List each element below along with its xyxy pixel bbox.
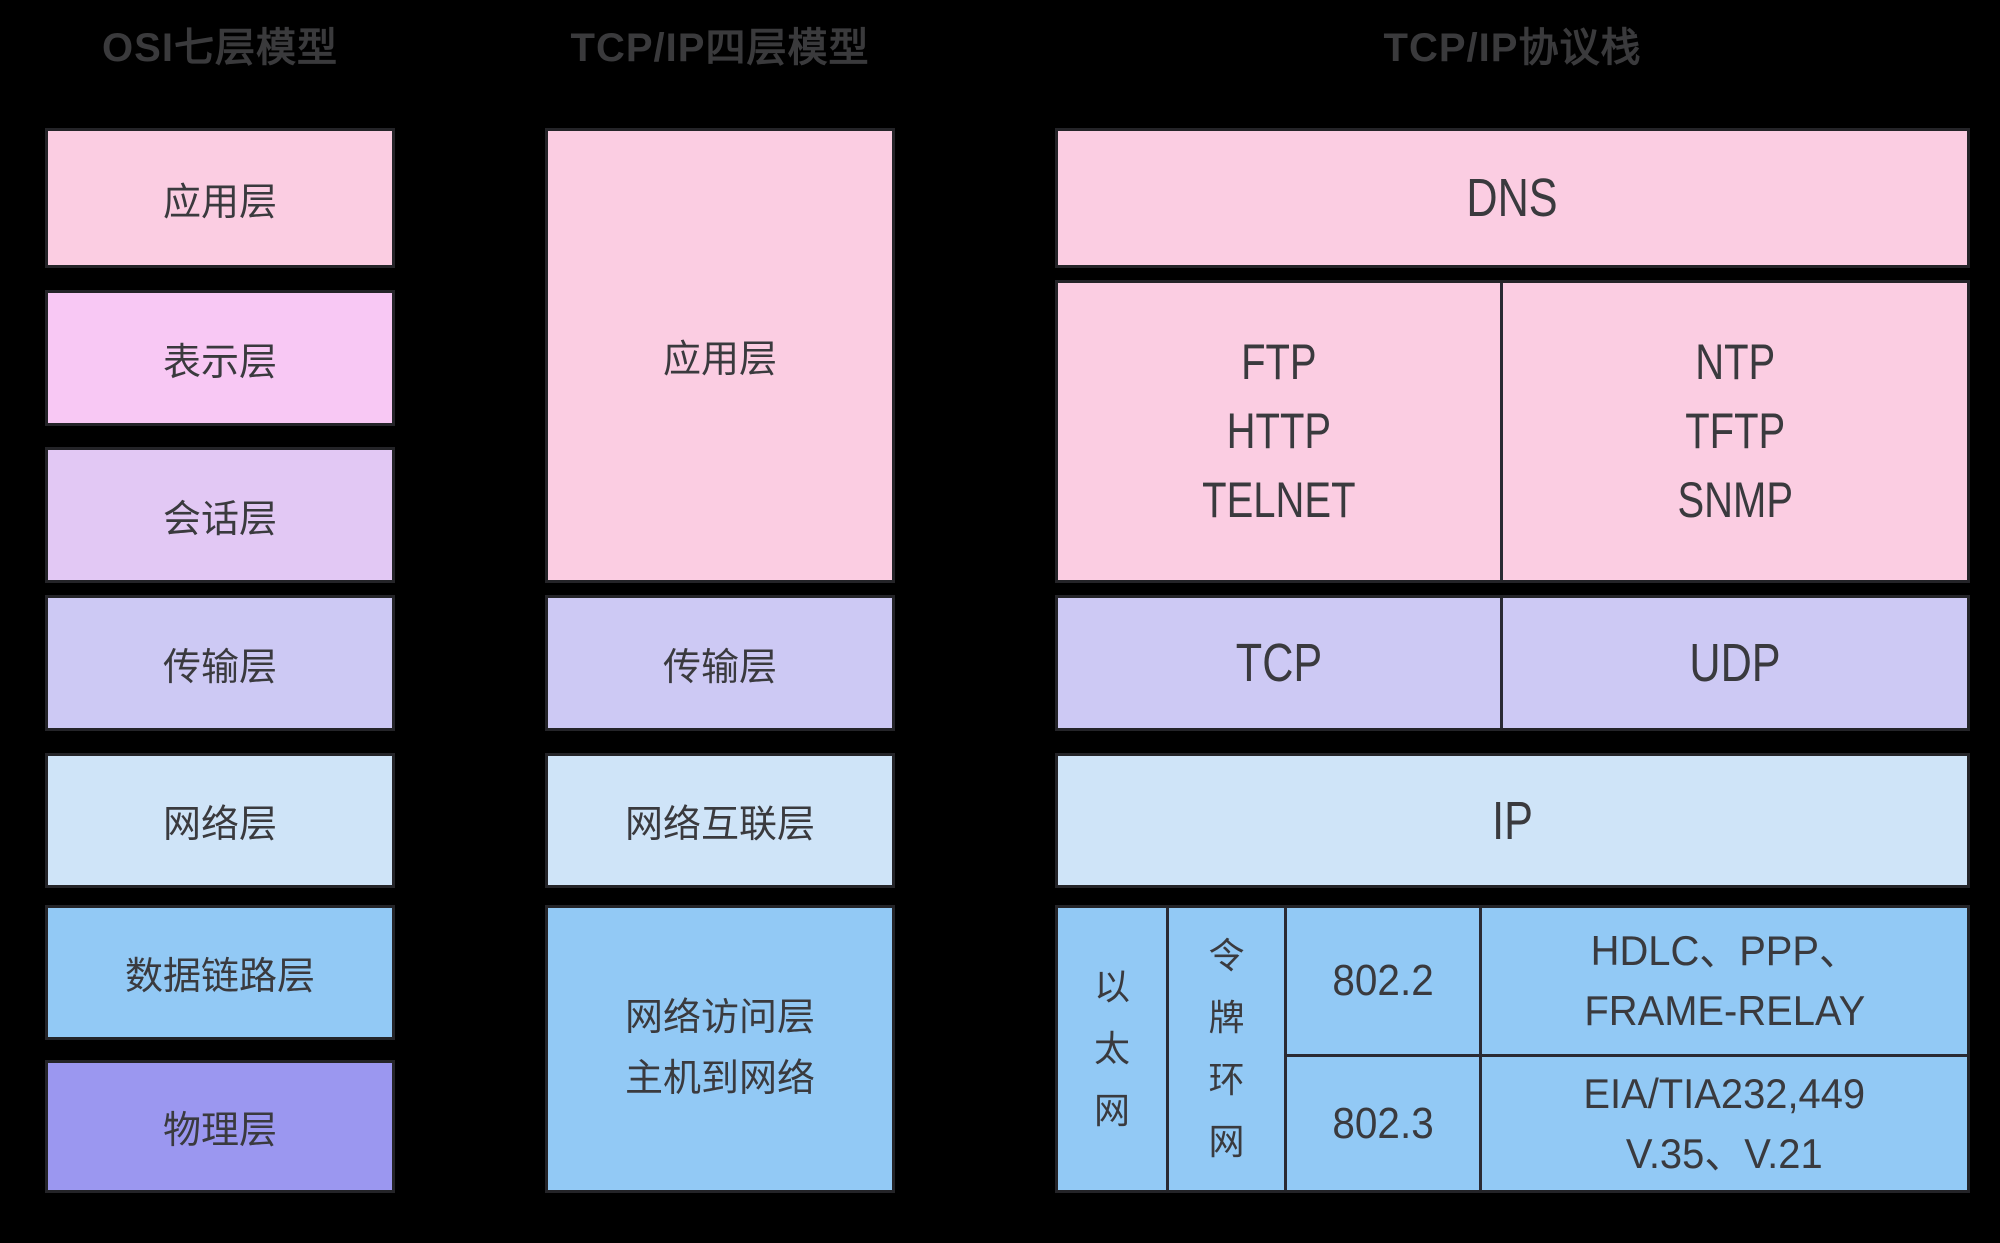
osi-layer-transport: 传输层 bbox=[45, 595, 395, 731]
osi-layer-label: 物理层 bbox=[162, 1110, 277, 1152]
stack-app-protocols-left-cell: FTP HTTP TELNET bbox=[1058, 283, 1500, 580]
stack-application-protocols-box: FTP HTTP TELNET NTP TFTP SNMP bbox=[1055, 280, 1970, 583]
stack-dns-label: DNS bbox=[1466, 168, 1559, 228]
stack-link-layer-box: 以太网 令牌环网 802.2 802.3 HDLC、PPP、 FRAME-REL… bbox=[1055, 905, 1970, 1193]
stack-hdlc-cell: HDLC、PPP、 FRAME-RELAY bbox=[1482, 908, 1967, 1057]
stack-hdlc-line: FRAME-RELAY bbox=[1584, 987, 1865, 1034]
stack-802-2-label: 802.2 bbox=[1332, 956, 1434, 1005]
stack-protocol-label: TELNET bbox=[1202, 472, 1356, 528]
osi-layer-label: 数据链路层 bbox=[124, 956, 315, 998]
tcpip-layer-network-access: 网络访问层 主机到网络 bbox=[545, 905, 895, 1193]
stack-802-2-cell: 802.2 bbox=[1287, 908, 1479, 1057]
stack-tcp-cell: TCP bbox=[1058, 598, 1500, 728]
stack-802-3-cell: 802.3 bbox=[1287, 1057, 1479, 1190]
tcpip-layer-internet: 网络互联层 bbox=[545, 753, 895, 888]
stack-eia-cell: EIA/TIA232,449 V.35、V.21 bbox=[1482, 1057, 1967, 1190]
stack-ip-box: IP bbox=[1055, 753, 1970, 888]
tcpip-layer-label: 传输层 bbox=[662, 646, 777, 689]
stack-ethernet-cell: 以太网 bbox=[1058, 908, 1166, 1190]
stack-udp-label: UDP bbox=[1689, 633, 1781, 693]
stack-eia-line: V.35、V.21 bbox=[1626, 1129, 1823, 1177]
stack-ethernet-label: 以太网 bbox=[1093, 966, 1130, 1131]
stack-app-protocols-right-cell: NTP TFTP SNMP bbox=[1499, 283, 1967, 580]
stack-protocol-label: TFTP bbox=[1684, 403, 1785, 459]
stack-token-ring-label: 令牌环网 bbox=[1208, 935, 1245, 1162]
osi-column-title: OSI七层模型 bbox=[102, 26, 338, 70]
tcpip-layer-label-line: 网络访问层 bbox=[624, 997, 815, 1040]
osi-layer-session: 会话层 bbox=[45, 447, 395, 583]
osi-layer-network: 网络层 bbox=[45, 753, 395, 888]
stack-protocol-label: HTTP bbox=[1226, 403, 1332, 459]
osi-layer-label: 会话层 bbox=[162, 498, 277, 541]
stack-protocol-label: NTP bbox=[1694, 334, 1775, 390]
osi-layer-application: 应用层 bbox=[45, 128, 395, 268]
osi-layer-label: 表示层 bbox=[162, 341, 277, 384]
stack-hdlc-lines: HDLC、PPP、 FRAME-RELAY bbox=[1584, 921, 1865, 1040]
stack-ip-label: IP bbox=[1492, 790, 1533, 851]
tcpip-layer-label-line: 主机到网络 bbox=[624, 1058, 815, 1100]
osi-layer-label: 应用层 bbox=[162, 181, 277, 224]
osi-layer-presentation: 表示层 bbox=[45, 290, 395, 426]
stack-app-protocols-right-list: NTP TFTP SNMP bbox=[1677, 328, 1793, 535]
stack-dns-box: DNS bbox=[1055, 128, 1970, 268]
osi-layer-label: 网络层 bbox=[162, 804, 277, 846]
tcpip-column-title: TCP/IP四层模型 bbox=[570, 26, 870, 70]
tcpip-layer-label-lines: 网络访问层 主机到网络 bbox=[625, 988, 815, 1110]
stack-eia-lines: EIA/TIA232,449 V.35、V.21 bbox=[1584, 1064, 1866, 1183]
tcpip-layer-label: 网络互联层 bbox=[624, 804, 815, 846]
stack-802-3-label: 802.3 bbox=[1332, 1098, 1434, 1148]
osi-layer-datalink: 数据链路层 bbox=[45, 905, 395, 1040]
osi-layer-label: 传输层 bbox=[162, 646, 277, 689]
stack-eia-line: EIA/TIA232,449 bbox=[1583, 1069, 1866, 1117]
stack-hdlc-line: HDLC、PPP、 bbox=[1590, 927, 1859, 975]
tcpip-layer-label: 应用层 bbox=[662, 339, 777, 381]
stack-ieee-802-cells: 802.2 802.3 bbox=[1284, 908, 1479, 1190]
stack-app-protocols-left-list: FTP HTTP TELNET bbox=[1202, 328, 1355, 535]
stack-udp-cell: UDP bbox=[1499, 598, 1967, 728]
osi-layer-physical: 物理层 bbox=[45, 1060, 395, 1193]
stack-transport-protocols-box: TCP UDP bbox=[1055, 595, 1970, 731]
stack-protocol-label: FTP bbox=[1241, 334, 1317, 390]
stack-protocol-label: SNMP bbox=[1677, 472, 1793, 528]
tcpip-layer-application: 应用层 bbox=[545, 128, 895, 583]
stack-wan-protocol-cells: HDLC、PPP、 FRAME-RELAY EIA/TIA232,449 V.3… bbox=[1479, 908, 1967, 1190]
tcpip-layer-transport: 传输层 bbox=[545, 595, 895, 731]
stack-tcp-label: TCP bbox=[1235, 633, 1323, 693]
protocol-stack-column-title: TCP/IP协议栈 bbox=[1383, 26, 1642, 70]
stack-token-ring-cell: 令牌环网 bbox=[1166, 908, 1284, 1190]
